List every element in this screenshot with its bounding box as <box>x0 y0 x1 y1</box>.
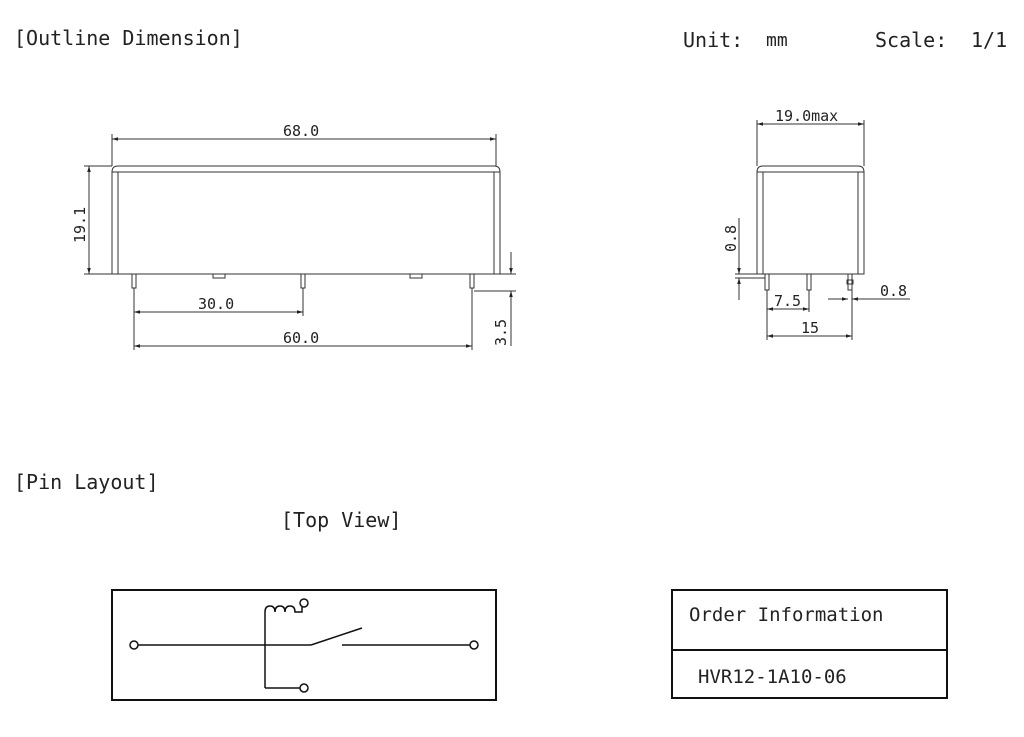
dim-height: 19.1 <box>71 207 89 243</box>
order-part-number: HVR12-1A10-06 <box>698 666 847 688</box>
order-information-table: Order Information HVR12-1A10-06 <box>671 589 948 699</box>
dim-pin-length: 3.5 <box>492 319 510 346</box>
coil-icon <box>264 605 303 613</box>
dim-pin-width: 0.8 <box>880 282 907 300</box>
front-view <box>84 134 516 350</box>
pin-3-front <box>469 273 475 289</box>
pin-layout-schematic <box>111 589 497 701</box>
pin-2-front <box>300 273 306 289</box>
dim-pin-pitch-15: 15 <box>801 319 819 337</box>
dim-pin-spacing-30: 30.0 <box>198 295 234 313</box>
terminal-coil-top <box>299 598 309 608</box>
dim-pin-spacing-60: 60.0 <box>283 329 319 347</box>
relay-body-front <box>111 165 501 275</box>
scale-label: Scale: <box>875 28 948 52</box>
relay-body-side <box>756 165 865 275</box>
outline-dimension-title: [Outline Dimension] <box>14 26 243 50</box>
pin-layout-title: [Pin Layout] <box>14 470 159 494</box>
unit-label: Unit: <box>683 28 744 52</box>
pin-1-front <box>131 273 137 289</box>
unit-value: mm <box>766 30 788 51</box>
switch-contact <box>310 627 363 646</box>
dim-overall-length: 68.0 <box>283 122 319 140</box>
dim-pin-pitch-7-5: 7.5 <box>774 292 801 310</box>
dim-side-width: 19.0max <box>775 107 838 125</box>
order-information-header: Order Information <box>673 591 946 651</box>
terminal-right <box>469 640 479 650</box>
dim-standoff: 0.8 <box>722 225 740 252</box>
scale-value: 1/1 <box>971 28 1008 52</box>
terminal-left <box>129 640 139 650</box>
top-view-label: [Top View] <box>281 508 402 532</box>
terminal-coil-bottom <box>299 683 309 693</box>
side-view <box>735 120 910 340</box>
